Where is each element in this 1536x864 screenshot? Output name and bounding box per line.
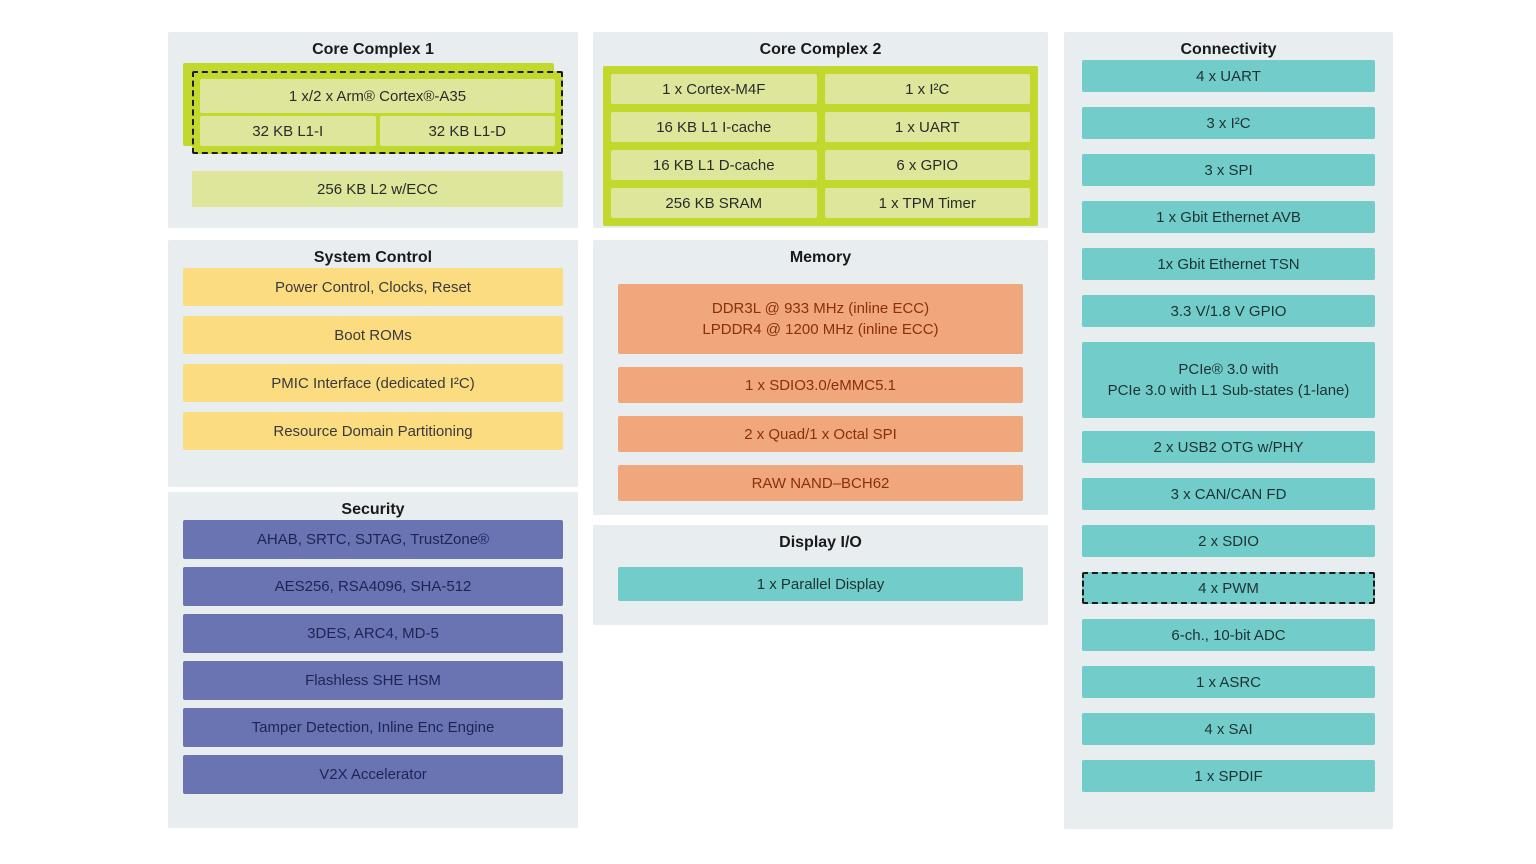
- panel-system-control: System Control Power Control, Clocks, Re…: [168, 240, 578, 487]
- memory-ddr-line1: DDR3L @ 933 MHz (inline ECC): [711, 300, 930, 317]
- connectivity-pwm-block: 4 x PWM: [1082, 572, 1375, 604]
- core-complex-2-title: Core Complex 2: [759, 41, 882, 58]
- panel-core-complex-1: Core Complex 1 1 x/2 x Arm® Cortex®-A35 …: [168, 32, 578, 228]
- system-control-block: Resource Domain Partitioning: [183, 412, 563, 450]
- memory-ddr-line2: LPDDR4 @ 1200 MHz (inline ECC): [702, 321, 939, 338]
- connectivity-pcie-block: PCIe® 3.0 with PCIe 3.0 with L1 Sub-stat…: [1082, 342, 1375, 418]
- memory-block: RAW NAND–BCH62: [618, 465, 1023, 501]
- core-complex-1-title: Core Complex 1: [312, 41, 434, 58]
- connectivity-block: 1 x Gbit Ethernet AVB: [1082, 201, 1375, 233]
- cc2-block: 16 KB L1 D-cache: [611, 150, 817, 180]
- connectivity-block: 1 x ASRC: [1082, 666, 1375, 698]
- cc1-cpu-block: 1 x/2 x Arm® Cortex®-A35: [200, 79, 555, 113]
- security-block: Tamper Detection, Inline Enc Engine: [183, 708, 563, 747]
- system-control-title: System Control: [313, 249, 433, 266]
- left-column: Core Complex 1 1 x/2 x Arm® Cortex®-A35 …: [168, 32, 578, 828]
- security-block: AHAB, SRTC, SJTAG, TrustZone®: [183, 520, 563, 559]
- panel-connectivity: Connectivity 4 x UART 3 x I²C 3 x SPI 1 …: [1064, 32, 1393, 829]
- connectivity-block: 3 x I²C: [1082, 107, 1375, 139]
- cc2-block: 1 x Cortex-M4F: [611, 74, 817, 104]
- cc2-block: 16 KB L1 I-cache: [611, 112, 817, 142]
- connectivity-block: 3 x CAN/CAN FD: [1082, 478, 1375, 510]
- panel-memory: Memory DDR3L @ 933 MHz (inline ECC) LPDD…: [593, 240, 1048, 515]
- pcie-line1: PCIe® 3.0 with: [1178, 361, 1279, 378]
- cc1-cluster-card: 1 x/2 x Arm® Cortex®-A35 32 KB L1-I 32 K…: [183, 63, 563, 154]
- cc2-block: 256 KB SRAM: [611, 188, 817, 218]
- cc2-block: 1 x UART: [824, 112, 1030, 142]
- connectivity-block: 3 x SPI: [1082, 154, 1375, 186]
- pcie-line2: PCIe 3.0 with L1 Sub-states (1-lane): [1107, 382, 1350, 399]
- connectivity-block: 3.3 V/1.8 V GPIO: [1082, 295, 1375, 327]
- cc2-block: 1 x TPM Timer: [824, 188, 1030, 218]
- cc2-block: 1 x I²C: [824, 74, 1030, 104]
- connectivity-block: 2 x USB2 OTG w/PHY: [1082, 431, 1375, 463]
- connectivity-block: 1 x SPDIF: [1082, 760, 1375, 792]
- cc2-grid: 1 x Cortex-M4F 1 x I²C 16 KB L1 I-cache …: [603, 66, 1038, 226]
- memory-block: 1 x SDIO3.0/eMMC5.1: [618, 367, 1023, 403]
- cc1-l1d-block: 32 KB L1-D: [379, 116, 555, 146]
- right-column: Connectivity 4 x UART 3 x I²C 3 x SPI 1 …: [1064, 32, 1393, 829]
- security-block: Flashless SHE HSM: [183, 661, 563, 700]
- security-block: 3DES, ARC4, MD-5: [183, 614, 563, 653]
- security-block: V2X Accelerator: [183, 755, 563, 794]
- memory-title: Memory: [789, 249, 852, 266]
- display-io-block: 1 x Parallel Display: [618, 567, 1023, 601]
- panel-core-complex-2: Core Complex 2 1 x Cortex-M4F 1 x I²C 16…: [593, 32, 1048, 228]
- memory-ddr-block: DDR3L @ 933 MHz (inline ECC) LPDDR4 @ 12…: [618, 284, 1023, 354]
- system-control-block: PMIC Interface (dedicated I²C): [183, 364, 563, 402]
- security-title: Security: [341, 501, 405, 518]
- system-control-block: Power Control, Clocks, Reset: [183, 268, 563, 306]
- connectivity-title: Connectivity: [1180, 41, 1277, 58]
- connectivity-block: 1x Gbit Ethernet TSN: [1082, 248, 1375, 280]
- display-io-title: Display I/O: [779, 534, 862, 551]
- memory-block: 2 x Quad/1 x Octal SPI: [618, 416, 1023, 452]
- security-block: AES256, RSA4096, SHA-512: [183, 567, 563, 606]
- panel-display-io: Display I/O 1 x Parallel Display: [593, 525, 1048, 625]
- connectivity-block: 2 x SDIO: [1082, 525, 1375, 557]
- cc1-l2-block: 256 KB L2 w/ECC: [192, 171, 563, 207]
- system-control-block: Boot ROMs: [183, 316, 563, 354]
- middle-column: Core Complex 2 1 x Cortex-M4F 1 x I²C 16…: [593, 32, 1048, 625]
- connectivity-block: 6-ch., 10-bit ADC: [1082, 619, 1375, 651]
- cc1-l1i-block: 32 KB L1-I: [200, 116, 376, 146]
- panel-security: Security AHAB, SRTC, SJTAG, TrustZone® A…: [168, 492, 578, 828]
- cc2-block: 6 x GPIO: [824, 150, 1030, 180]
- cc1-cache-row: 32 KB L1-I 32 KB L1-D: [200, 116, 555, 146]
- connectivity-block: 4 x UART: [1082, 60, 1375, 92]
- cc1-cluster-card-dashed: 1 x/2 x Arm® Cortex®-A35 32 KB L1-I 32 K…: [192, 71, 563, 154]
- connectivity-block: 4 x SAI: [1082, 713, 1375, 745]
